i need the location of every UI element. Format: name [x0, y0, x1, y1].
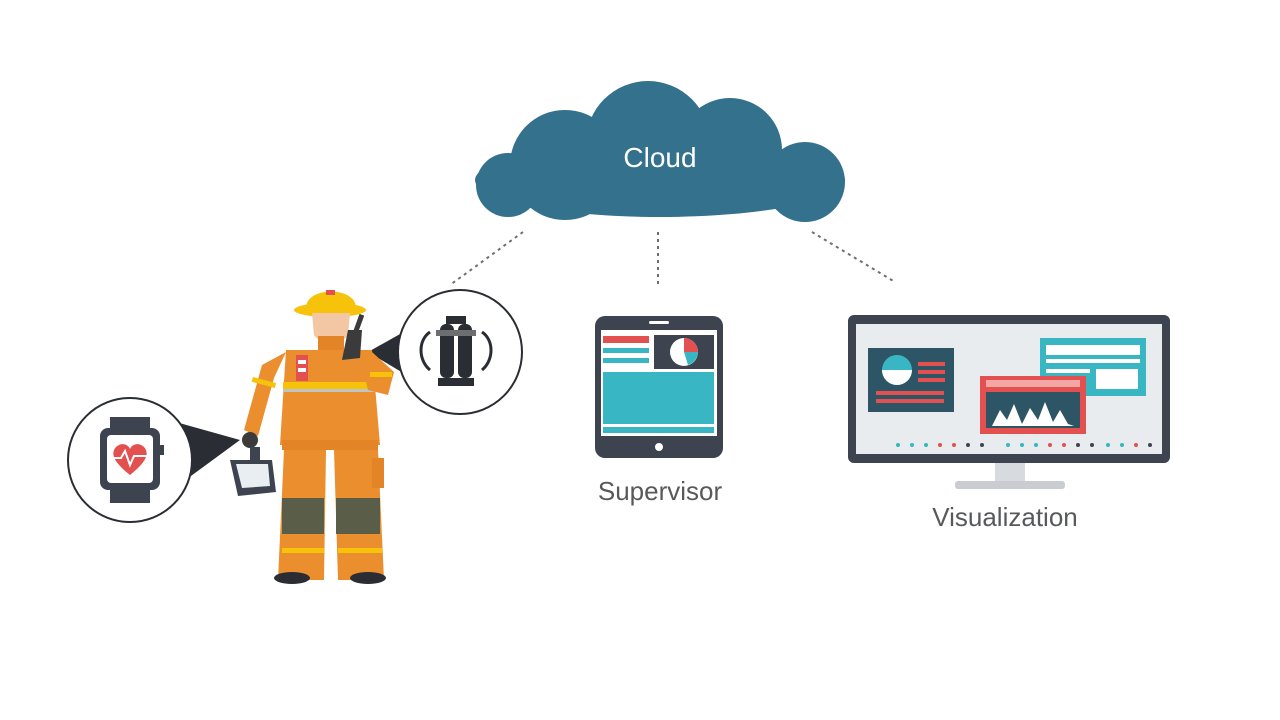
firefighter-icon: [230, 290, 394, 584]
connectors: [449, 231, 896, 286]
cloud-label: Cloud: [623, 142, 697, 173]
smartwatch-heart-icon: [67, 397, 193, 523]
visualization-label: Visualization: [932, 502, 1078, 532]
connector-firefighter: [449, 231, 524, 286]
cloud-icon: [475, 81, 845, 222]
breathing-apparatus-icon: [397, 289, 523, 415]
monitor-icon: [848, 315, 1170, 489]
tablet-icon: [595, 316, 723, 458]
supervisor-label: Supervisor: [597, 476, 723, 506]
connector-visualization: [811, 231, 896, 283]
